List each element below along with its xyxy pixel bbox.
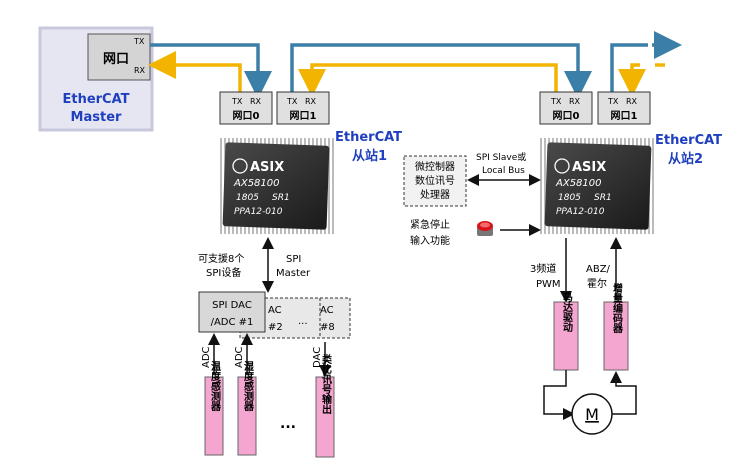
line-slave2-to-slave1 (298, 63, 558, 97)
incremental-encoder: 增量编码器 (603, 282, 629, 371)
svg-text:ASIX: ASIX (572, 160, 606, 175)
slave1-label-1: EtherCAT (335, 130, 402, 145)
line-slave1-to-slave2 (290, 43, 592, 99)
sensor-ellipsis: ... (280, 416, 296, 432)
spi-master-2: Master (276, 268, 311, 279)
abz-label-1: ABZ/ (586, 264, 611, 275)
svg-text:SR1: SR1 (272, 193, 290, 203)
line-slave1-to-master (148, 51, 242, 92)
slave1-chip: ASIX AX58100 1805 SR1 PPA12-010 (218, 138, 334, 234)
pwm-label-1: 3频道 (530, 262, 556, 275)
ethernet-lines (148, 31, 682, 99)
slave1-port1: TX RX 网口1 (276, 91, 330, 125)
svg-text:TX: TX (231, 97, 243, 106)
svg-text:RX: RX (569, 97, 581, 106)
svg-text:网口0: 网口0 (233, 110, 260, 122)
svg-text:PPA12-010: PPA12-010 (234, 207, 283, 217)
pwm-label-2: PWM (536, 279, 561, 290)
master-label-2: Master (71, 110, 122, 125)
svg-text:1805: 1805 (236, 193, 259, 203)
motor-driver: 马达驱动 (553, 292, 579, 371)
slave2-label-1: EtherCAT (655, 133, 722, 148)
svg-text:TX: TX (607, 97, 619, 106)
svg-text:PPA12-010: PPA12-010 (556, 207, 605, 217)
dac-dots: ... (298, 316, 308, 327)
svg-text:ASIX: ASIX (250, 160, 284, 175)
master-label-1: EtherCAT (62, 92, 129, 107)
ethercat-master: 网口 TX RX EtherCAT Master (38, 26, 154, 132)
svg-text:RX: RX (626, 97, 638, 106)
svg-text:RX: RX (305, 97, 317, 106)
svg-text:AX58100: AX58100 (233, 178, 280, 189)
svg-text:AC: AC (320, 305, 334, 316)
bus-label-2: Local Bus (482, 166, 525, 176)
svg-text:增量编码器: 增量编码器 (611, 282, 624, 334)
slave2-port0: TX RX 网口0 (539, 91, 593, 125)
svg-text:马达驱动: 马达驱动 (561, 292, 573, 333)
master-port-label: 网口 (103, 52, 129, 67)
svg-text:RX: RX (250, 97, 262, 106)
svg-text:湿度感测器: 湿度感测器 (242, 360, 255, 412)
slave2-port1: TX RX 网口1 (597, 91, 651, 125)
motor: M (571, 393, 613, 435)
mcu-box: 微控制器 数位讯号 处理器 (403, 155, 467, 207)
svg-text:#8: #8 (320, 322, 335, 333)
abz-label-2: 霍尔 (587, 277, 607, 290)
adc-label-2: ADC (234, 346, 245, 368)
slave1-label-2: 从站1 (352, 148, 387, 164)
line-master-to-slave1 (150, 43, 272, 99)
asix-logo-icon (232, 158, 248, 174)
slave2-label-2: 从站2 (668, 151, 703, 167)
svg-text:SR1: SR1 (594, 193, 612, 203)
motor-to-encoder-line (610, 371, 637, 415)
svg-text:网口1: 网口1 (611, 110, 638, 122)
svg-text:数位讯号: 数位讯号 (415, 174, 455, 187)
analog-output: 类比讯号输出 (315, 353, 335, 458)
svg-text:M: M (585, 405, 599, 424)
dac-label: DAC (312, 347, 323, 368)
svg-text:#2: #2 (268, 322, 283, 333)
spi-master-1: SPI (286, 254, 301, 265)
asix-logo-icon (554, 158, 570, 174)
estop-label-1: 紧急停止 (410, 218, 450, 231)
svg-text:微控制器: 微控制器 (415, 160, 455, 173)
slave1-port0: TX RX 网口0 (219, 91, 273, 125)
master-tx: TX (133, 37, 145, 46)
svg-text:网口1: 网口1 (290, 110, 317, 122)
line-slave2-out (610, 43, 648, 92)
svg-text:TX: TX (550, 97, 562, 106)
svg-text:AC: AC (268, 305, 282, 316)
svg-text:SPI DAC: SPI DAC (212, 300, 252, 311)
svg-text:温度感测器: 温度感测器 (209, 360, 222, 412)
dac-box-1: SPI DAC /ADC #1 (198, 291, 266, 333)
line-return-in (618, 63, 646, 97)
svg-text:/ADC #1: /ADC #1 (211, 317, 254, 328)
svg-text:网口0: 网口0 (553, 110, 580, 122)
spi-support-2: SPI设备 (206, 266, 241, 279)
driver-to-motor-line (543, 370, 575, 420)
estop-label-2: 输入功能 (410, 234, 450, 247)
svg-text:类比讯号输出: 类比讯号输出 (320, 353, 332, 415)
adc-label-1: ADC (201, 346, 212, 368)
svg-text:AX58100: AX58100 (555, 178, 602, 189)
bus-label-1: SPI Slave或 (476, 151, 526, 163)
emergency-stop-icon (477, 221, 493, 236)
spi-support-1: 可支援8个 (198, 252, 244, 265)
svg-text:处理器: 处理器 (420, 189, 450, 201)
master-rx: RX (134, 66, 146, 75)
humidity-sensor: 湿度感测器 (237, 360, 257, 456)
svg-text:1805: 1805 (558, 193, 581, 203)
temperature-sensor: 温度感测器 (204, 360, 224, 456)
slave2-chip: ASIX AX58100 1805 SR1 PPA12-010 (540, 138, 656, 234)
svg-text:TX: TX (286, 97, 298, 106)
